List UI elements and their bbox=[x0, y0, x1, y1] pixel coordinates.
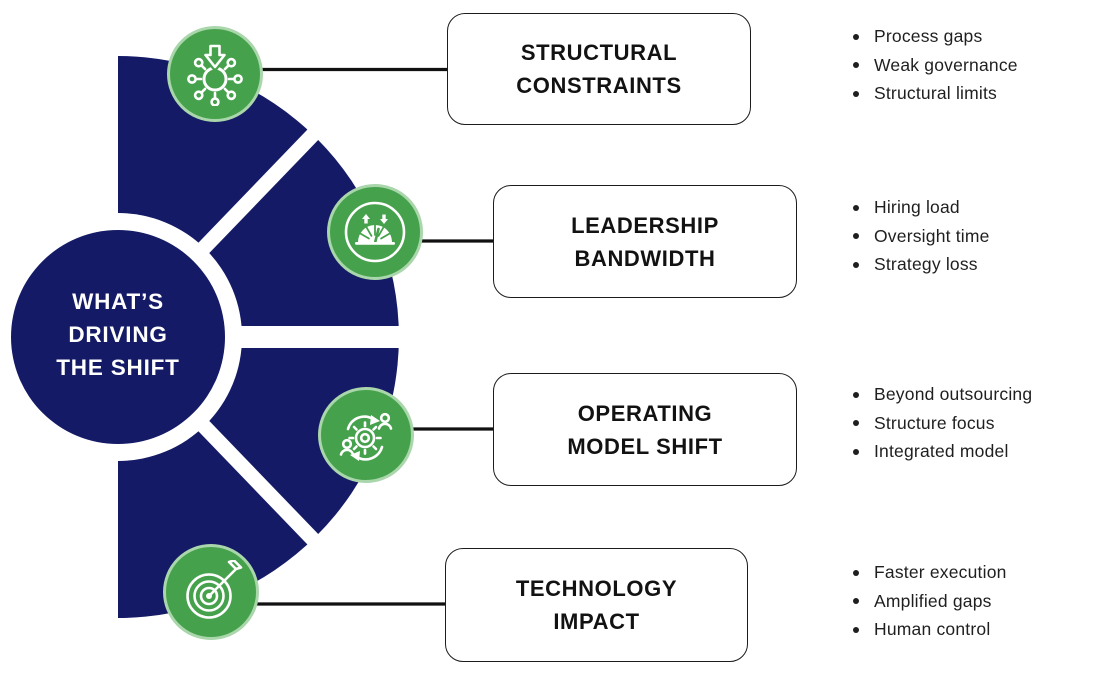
card-leadership-bandwidth: LEADERSHIP BANDWIDTH bbox=[493, 185, 797, 298]
bullet-item: Strategy loss bbox=[844, 250, 990, 279]
bullet-item: Human control bbox=[844, 615, 1007, 644]
bullet-item: Structure focus bbox=[844, 409, 1032, 438]
card-title-line: LEADERSHIP bbox=[571, 212, 719, 238]
bullet-item: Integrated model bbox=[844, 437, 1032, 466]
bullet-list-operating-model-shift: Beyond outsourcing Structure focus Integ… bbox=[844, 380, 1032, 466]
bullet-item: Amplified gaps bbox=[844, 587, 1007, 616]
card-title-line: STRUCTURAL bbox=[520, 40, 678, 65]
center-title-line: DRIVING bbox=[68, 322, 168, 347]
bullet-list-technology-impact: Faster execution Amplified gaps Human co… bbox=[844, 558, 1007, 644]
center-circle bbox=[11, 230, 225, 444]
bullet-list-leadership-bandwidth: Hiring load Oversight time Strategy loss bbox=[844, 193, 990, 279]
card-title-line: MODEL SHIFT bbox=[567, 433, 723, 459]
hub-arrow-icon-glyph bbox=[187, 42, 243, 106]
bullet-item: Structural limits bbox=[844, 79, 1018, 108]
bullet-item: Process gaps bbox=[844, 22, 1018, 51]
center-title-line: WHAT’S bbox=[72, 289, 164, 314]
hub-arrow-icon bbox=[167, 26, 263, 122]
gauge-icon-glyph bbox=[344, 201, 406, 263]
process-people-icon-glyph bbox=[339, 412, 393, 461]
bullet-item: Beyond outsourcing bbox=[844, 380, 1032, 409]
card-title-line: BANDWIDTH bbox=[574, 245, 716, 271]
card-title-line: CONSTRAINTS bbox=[516, 73, 682, 98]
card-technology-impact: TECHNOLOGY IMPACT bbox=[445, 548, 748, 662]
bullet-item: Hiring load bbox=[844, 193, 990, 222]
gauge-icon bbox=[327, 184, 423, 280]
bullet-item: Oversight time bbox=[844, 222, 990, 251]
card-operating-model-shift: OPERATING MODEL SHIFT bbox=[493, 373, 797, 486]
card-structural-constraints: STRUCTURAL CONSTRAINTS bbox=[447, 13, 751, 125]
center-title: WHAT’S DRIVING THE SHIFT bbox=[10, 285, 226, 384]
bullet-item: Weak governance bbox=[844, 51, 1018, 80]
bullet-item: Faster execution bbox=[844, 558, 1007, 587]
card-title-line: OPERATING bbox=[577, 400, 713, 426]
process-people-icon bbox=[318, 387, 414, 483]
center-title-line: THE SHIFT bbox=[56, 355, 180, 380]
target-arrow-icon bbox=[163, 544, 259, 640]
bullet-list-structural-constraints: Process gaps Weak governance Structural … bbox=[844, 22, 1018, 108]
card-title-line: TECHNOLOGY bbox=[515, 576, 678, 601]
target-arrow-icon-glyph bbox=[186, 560, 243, 619]
card-title-line: IMPACT bbox=[553, 609, 640, 634]
